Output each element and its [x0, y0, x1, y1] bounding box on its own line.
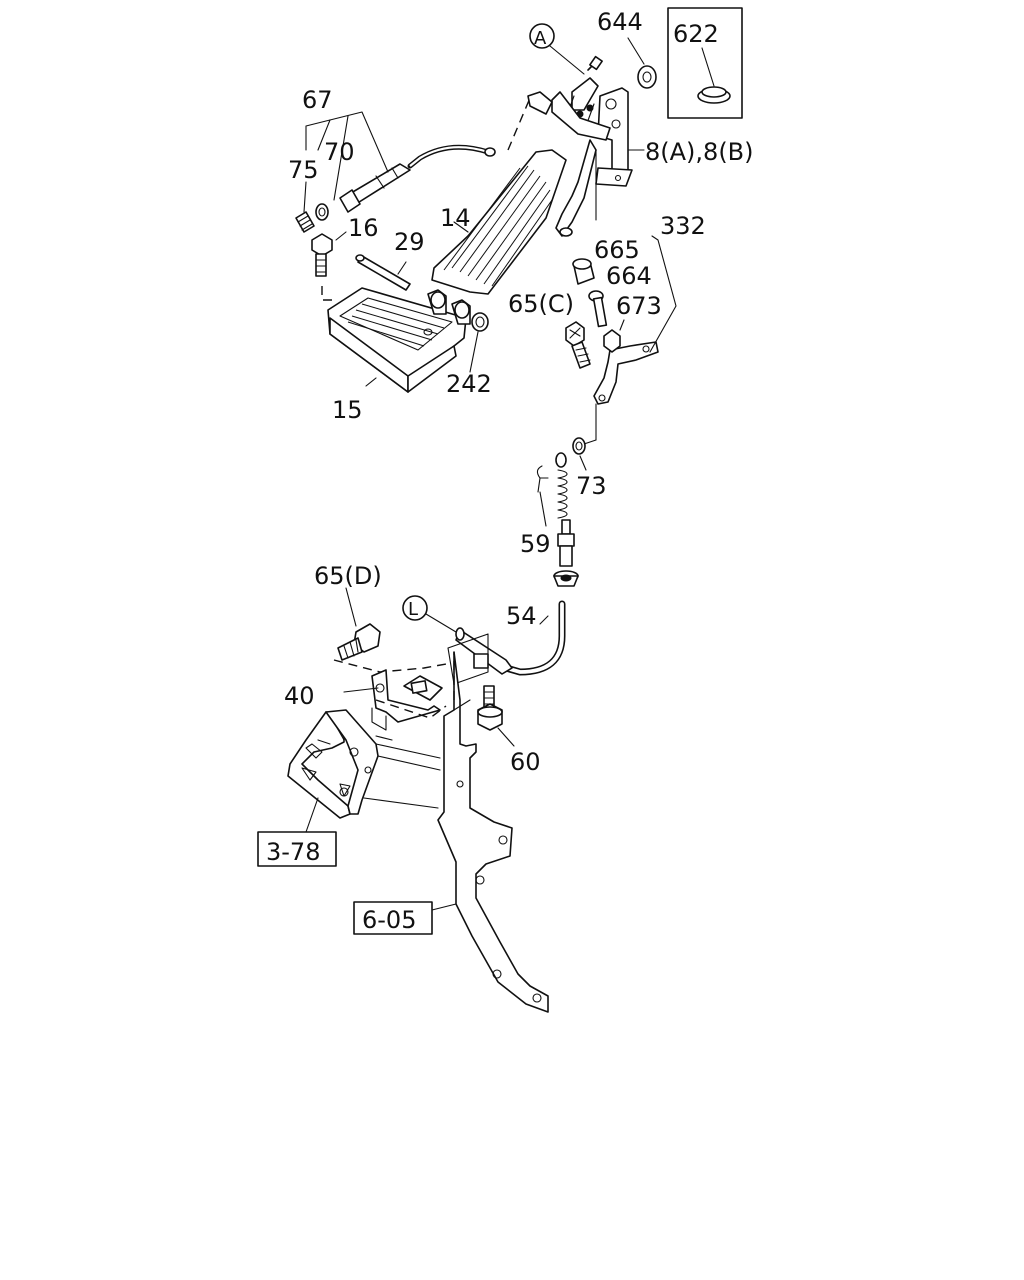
reference-marker-a: [529, 23, 585, 75]
callout-73: 73: [576, 472, 607, 500]
bracket-3-78: [287, 709, 441, 833]
callout-242: 242: [446, 370, 492, 398]
bolt-60: [477, 685, 515, 747]
callout-6-05: 6-05: [362, 906, 416, 934]
bracket-6-05: [437, 633, 549, 1013]
cable-end-59: [536, 452, 579, 587]
bolt-65d: [333, 587, 447, 673]
callout-67: 67: [302, 86, 333, 114]
callout-16: 16: [348, 214, 379, 242]
washer-242: [469, 312, 489, 373]
callout-59: 59: [520, 530, 551, 558]
callout-14: 14: [440, 204, 471, 232]
inset-box-622: [667, 7, 743, 119]
callout-8ab: 8(A),8(B): [645, 138, 754, 166]
bracket-40: [343, 669, 447, 731]
cable-54: [455, 600, 566, 676]
nut-673: [603, 319, 625, 353]
callout-l: L: [408, 599, 418, 620]
callout-a: A: [534, 28, 547, 49]
callout-29: 29: [394, 228, 425, 256]
callout-3-78: 3-78: [266, 838, 320, 866]
callout-15: 15: [332, 396, 363, 424]
ref-box-3-78[interactable]: [257, 831, 337, 867]
callout-75: 75: [288, 156, 319, 184]
callout-60: 60: [510, 748, 541, 776]
reference-marker-l: [402, 595, 457, 633]
cable-assembly-67: [295, 111, 496, 233]
callout-54: 54: [506, 602, 537, 630]
callout-664: 664: [606, 262, 652, 290]
bolt-664: [588, 290, 608, 328]
callout-673: 673: [616, 292, 662, 320]
callout-644: 644: [597, 8, 643, 36]
pedal-bracket-assembly: [527, 55, 633, 237]
bracket-332: [583, 235, 677, 445]
pedal-base-15: [321, 286, 471, 393]
bolt-65c: [565, 321, 591, 369]
callout-332: 332: [660, 212, 706, 240]
callout-665: 665: [594, 236, 640, 264]
callout-65d: 65(D): [314, 562, 382, 590]
washer-73: [572, 437, 587, 471]
cap-665: [572, 258, 595, 285]
pin-29: [355, 254, 411, 291]
callout-70: 70: [324, 138, 355, 166]
callout-622: 622: [673, 20, 719, 48]
callout-40: 40: [284, 682, 315, 710]
ref-box-6-05[interactable]: [353, 901, 433, 935]
bolt-16: [311, 231, 347, 277]
nut-644: [627, 37, 657, 89]
callout-65c: 65(C): [508, 290, 574, 318]
pedal-pad-14: [431, 149, 567, 295]
